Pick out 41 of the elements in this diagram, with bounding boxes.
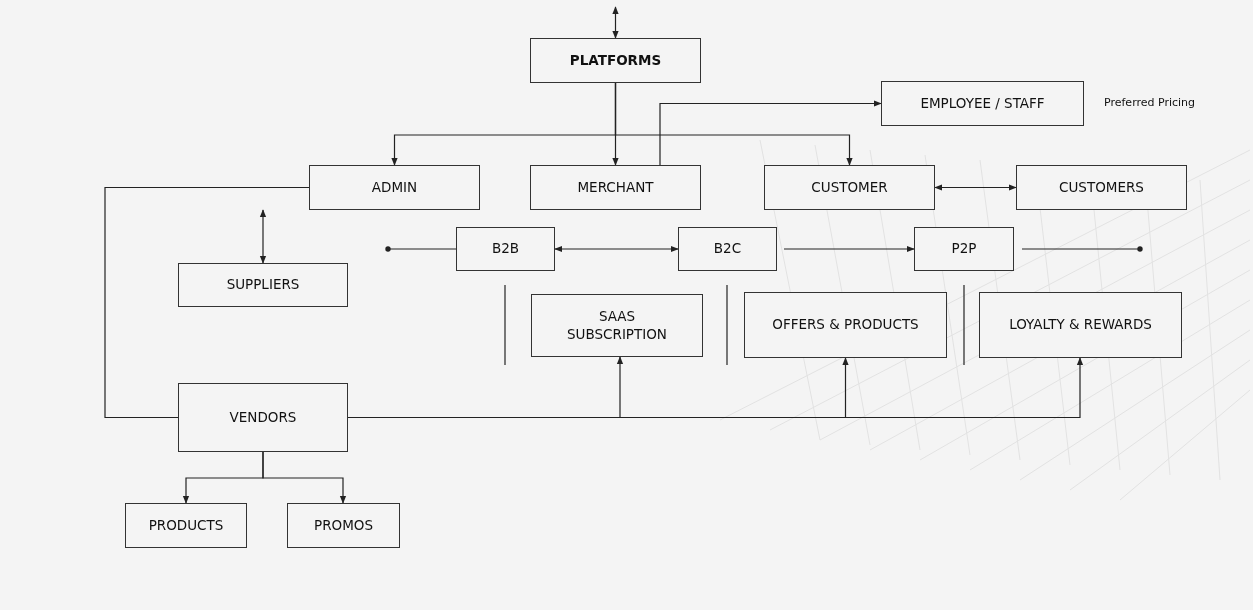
process-box [531, 294, 703, 357]
process-box [764, 165, 935, 210]
box-label: MERCHANT [577, 178, 654, 197]
box-label: VENDORS [229, 408, 297, 427]
connector-arrow [614, 82, 853, 166]
box-label: CUSTOMER [811, 178, 888, 197]
box-label: CUSTOMERS [1059, 178, 1144, 197]
connector-arrow [262, 451, 347, 504]
process-box [178, 383, 348, 452]
connector-arrow [259, 209, 267, 264]
connector-arrow [659, 100, 882, 166]
box-label: P2P [951, 240, 977, 258]
process-box [456, 227, 555, 271]
box-label: EMPLOYEE / STAFF [920, 94, 1045, 113]
box-label: SUPPLIERS [226, 276, 300, 294]
box-label: ADMIN [371, 178, 418, 197]
box-label: SAAS SUBSCRIPTION [566, 307, 668, 344]
process-box [1016, 165, 1187, 210]
process-box [287, 503, 400, 548]
connector-arrow [554, 245, 679, 253]
note-text: Preferred Pricing [1104, 96, 1196, 109]
connector-arrow [934, 184, 1017, 191]
process-box [744, 292, 947, 358]
box-label: B2C [713, 240, 742, 258]
box-label: LOYALTY & REWARDS [1009, 316, 1152, 334]
process-box [125, 503, 247, 548]
box-label: B2B [491, 240, 520, 258]
box-label: PLATFORMS [569, 51, 662, 70]
process-box [309, 165, 480, 210]
process-box [881, 81, 1084, 126]
connector-arrow [783, 245, 915, 253]
process-box [178, 263, 348, 307]
box-label: PROMOS [314, 516, 373, 535]
process-box [914, 227, 1014, 271]
process-box [530, 165, 701, 210]
process-box [678, 227, 777, 271]
connector-arrow [612, 6, 619, 39]
process-box [530, 38, 701, 83]
process-box [979, 292, 1182, 358]
box-label: PRODUCTS [148, 516, 224, 535]
box-label: OFFERS & PRODUCTS [772, 316, 919, 334]
